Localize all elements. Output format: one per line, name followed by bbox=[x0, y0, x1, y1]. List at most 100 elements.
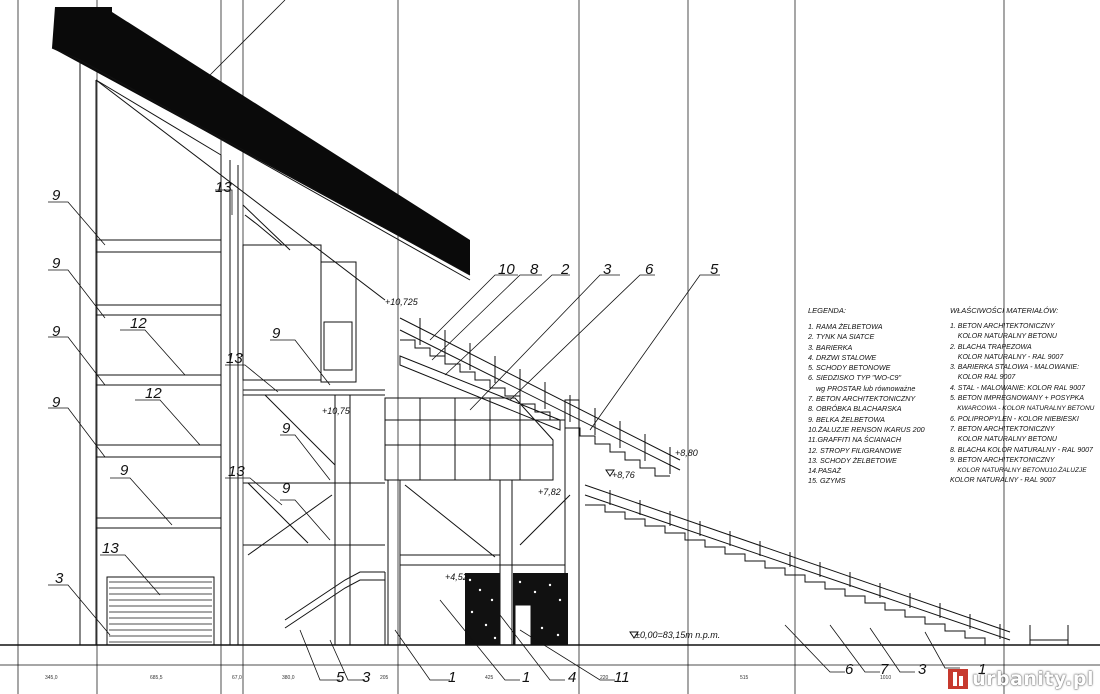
materials-item: 8. BLACHA KOLOR NATURALNY - RAL 9007 bbox=[950, 446, 1093, 454]
legend-item: 2. TYNK NA SIATCE bbox=[808, 332, 875, 342]
ground-line bbox=[0, 625, 1100, 665]
urbanity-watermark: urbanity.pl bbox=[948, 667, 1094, 691]
upper-structure bbox=[80, 60, 470, 645]
legend-item: 5. SCHODY BETONOWE bbox=[808, 363, 891, 373]
legend-item: 10.ŻALUZJE RENSON IKARUS 200 bbox=[808, 424, 925, 434]
callout-4: 4 bbox=[568, 669, 576, 686]
callout-leaders bbox=[48, 190, 960, 680]
legend-item: 13. SCHODY ŻELBETOWE bbox=[808, 455, 897, 465]
callout-9: 9 bbox=[282, 480, 291, 497]
legend-item: wg PROSTAR lub równoważne bbox=[808, 383, 916, 393]
callout-13: 13 bbox=[228, 463, 245, 480]
callout-5: 5 bbox=[710, 261, 719, 278]
elevation-datum: ±0,00=83,15m n.p.m. bbox=[635, 630, 720, 640]
materials-item: KOLOR NATURALNY - RAL 9007 bbox=[950, 353, 1064, 361]
callout-10: 10 bbox=[498, 261, 515, 278]
callout-3: 3 bbox=[603, 261, 612, 278]
svg-text:345,0: 345,0 bbox=[45, 675, 58, 681]
materials-item: 7. BETON ARCHITEKTONICZNY bbox=[950, 425, 1055, 433]
leader-line bbox=[210, 0, 285, 75]
callout-3: 3 bbox=[55, 570, 64, 587]
legend-item: 9. BELKA ŻELBETOWA bbox=[808, 414, 885, 424]
materials-item: KWARCOWA - KOLOR NATURALNY BETONU bbox=[950, 405, 1095, 413]
materials-title: WŁAŚCIWOŚCI MATERIAŁÓW: bbox=[950, 306, 1059, 315]
stair-core bbox=[243, 205, 385, 645]
stair-hatch bbox=[109, 582, 212, 642]
materials-item: 4. STAL - MALOWANIE: KOLOR RAL 9007 bbox=[950, 384, 1085, 392]
callout-8: 8 bbox=[530, 261, 539, 278]
legend-item: 11.GRAFFITI NA ŚCIANACH bbox=[808, 435, 902, 445]
legend-item: 6. SIEDZISKO TYP "WO-C9" bbox=[808, 373, 902, 383]
svg-text:1010: 1010 bbox=[880, 675, 891, 681]
roof-canopy bbox=[52, 7, 470, 275]
legend-item: 4. DRZWI STALOWE bbox=[808, 352, 877, 362]
elevation-markers: +10,725 +10,75 +8,76 +8,80 +7,82 +4,52 ±… bbox=[322, 297, 720, 640]
svg-text:205: 205 bbox=[380, 675, 389, 681]
callout-labels: 9 9 9 9 9 12 12 13 3 13 13 13 9 9 9 10 8… bbox=[52, 179, 986, 686]
callout-13: 13 bbox=[226, 350, 243, 367]
dimension-band: 345,0 685,5 67,0 380,0 205 425 220 515 1… bbox=[45, 675, 891, 681]
materials-item: 3. BARIERKA STALOWA - MALOWANIE: bbox=[950, 364, 1080, 372]
watermark-text: urbanity.pl bbox=[972, 668, 1094, 690]
elevation-label: +8,76 bbox=[612, 470, 635, 480]
svg-text:515: 515 bbox=[740, 675, 749, 681]
elevation-triangle bbox=[606, 470, 614, 476]
entrance-stair bbox=[285, 572, 385, 645]
materials-item: 1. BETON ARCHITEKTONICZNY bbox=[950, 323, 1055, 330]
legend-item: 1. RAMA ŻELBETOWA bbox=[808, 322, 883, 331]
svg-text:380,0: 380,0 bbox=[282, 675, 295, 681]
legend-list: 1. RAMA ŻELBETOWA 2. TYNK NA SIATCE 3. B… bbox=[808, 322, 925, 487]
elevation-label: +4,52 bbox=[445, 572, 468, 582]
materials-item: KOLOR NATURALNY BETONU bbox=[950, 333, 1057, 341]
materials-item: KOLOR NATURALNY BETONU bbox=[950, 436, 1057, 444]
callout-3: 3 bbox=[362, 669, 371, 686]
callout-9: 9 bbox=[120, 462, 129, 479]
materials-item: 2. BLACHA TRAPEZOWA bbox=[950, 343, 1032, 351]
legend-item: 3. BARIERKA bbox=[808, 342, 853, 352]
materials-item: 6. POLIPROPYLEN - KOLOR NIEBIESKI bbox=[950, 415, 1079, 423]
callout-9: 9 bbox=[282, 420, 291, 437]
callout-13: 13 bbox=[102, 540, 119, 557]
svg-text:220: 220 bbox=[600, 675, 609, 681]
elevation-triangle bbox=[630, 632, 638, 638]
elevation-label: +10,725 bbox=[385, 297, 419, 307]
callout-6: 6 bbox=[645, 261, 654, 278]
callout-3: 3 bbox=[918, 661, 927, 678]
elevation-label: +10,75 bbox=[322, 406, 351, 416]
legend-title: LEGENDA: bbox=[808, 306, 846, 315]
callout-2: 2 bbox=[560, 261, 570, 278]
callout-12: 12 bbox=[130, 315, 147, 332]
materials-item: KOLOR NATURALNY - RAL 9007 bbox=[950, 477, 1056, 485]
callout-1: 1 bbox=[448, 669, 456, 686]
legend-item: 7. BETON ARCHITEKTONICZNY bbox=[808, 394, 916, 404]
elevation-label: +7,82 bbox=[538, 487, 561, 497]
callout-1: 1 bbox=[522, 669, 530, 686]
callout-9: 9 bbox=[52, 323, 61, 340]
callout-5: 5 bbox=[336, 669, 345, 686]
materials-item: 5. BETON IMPREGNOWANY + POSYPKA bbox=[950, 395, 1085, 403]
callout-9: 9 bbox=[52, 187, 61, 204]
materials-item: KOLOR RAL 9007 bbox=[950, 374, 1016, 382]
callout-11: 11 bbox=[614, 669, 630, 686]
elevation-label: +8,80 bbox=[675, 448, 698, 458]
callout-6: 6 bbox=[845, 661, 854, 678]
materials-item: 9. BETON ARCHITEKTONICZNY bbox=[950, 456, 1055, 464]
callout-13: 13 bbox=[215, 179, 232, 196]
callout-12: 12 bbox=[145, 385, 162, 402]
callout-9: 9 bbox=[52, 394, 61, 411]
upper-grandstand bbox=[400, 318, 680, 476]
materials-item: KOLOR NATURALNY BETONU10.ŻALUZJE bbox=[950, 467, 1087, 475]
legend-item: 15. GZYMS bbox=[808, 476, 846, 486]
legend-item: 12. STROPY FILIGRANOWE bbox=[808, 445, 902, 455]
steel-door bbox=[515, 605, 531, 645]
graffiti-wall-left bbox=[465, 573, 500, 645]
callout-7: 7 bbox=[880, 661, 889, 678]
svg-text:67,0: 67,0 bbox=[232, 675, 242, 681]
svg-text:425: 425 bbox=[485, 675, 494, 681]
callout-9: 9 bbox=[272, 325, 281, 342]
lower-grandstand bbox=[585, 485, 1010, 645]
urbanity-logo-icon bbox=[948, 669, 969, 689]
callout-9: 9 bbox=[52, 255, 61, 272]
svg-text:685,5: 685,5 bbox=[150, 675, 163, 681]
